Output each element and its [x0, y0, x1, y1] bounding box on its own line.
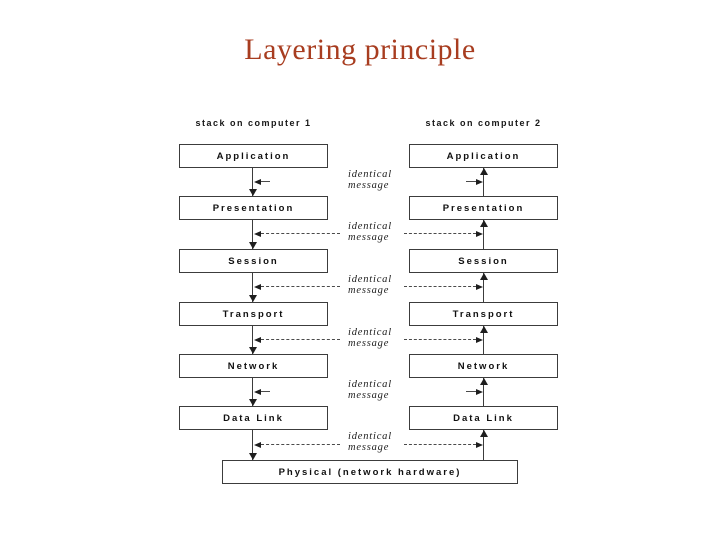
identical-message-label: identical message — [348, 431, 392, 453]
layer-box-left-application: Application — [179, 144, 328, 168]
identical-message-dashed-line — [261, 444, 340, 445]
arrow-up-icon — [480, 378, 488, 385]
identical-message-label: identical message — [348, 221, 392, 243]
connector-line-left — [252, 168, 253, 196]
arrow-left-icon — [254, 179, 261, 185]
layer-box-left-presentation: Presentation — [179, 196, 328, 220]
arrow-down-icon — [249, 347, 257, 354]
connector-line-right — [483, 220, 484, 249]
arrow-right-icon — [476, 389, 483, 395]
connector-line-left — [252, 220, 253, 249]
arrow-up-icon — [480, 168, 488, 175]
layer-box-left-session: Session — [179, 249, 328, 273]
page-title: Layering principle — [244, 33, 476, 66]
arrow-right-icon — [476, 337, 483, 343]
arrow-right-icon — [476, 442, 483, 448]
connector-line-right — [483, 273, 484, 302]
identical-message-dashed-line — [404, 444, 476, 445]
arrow-left-icon — [254, 442, 261, 448]
identical-message-dashed-line — [404, 233, 476, 234]
connector-line-right — [483, 168, 484, 196]
connector-line-right — [483, 378, 484, 406]
physical-layer-box: Physical (network hardware) — [222, 460, 518, 484]
identical-message-dashed-line — [261, 339, 340, 340]
identical-message-dashed-line — [261, 233, 340, 234]
arrow-down-icon — [249, 242, 257, 249]
identical-message-label: identical message — [348, 379, 392, 401]
layer-box-right-network: Network — [409, 354, 558, 378]
message-line-stub — [261, 181, 270, 182]
connector-line-left — [252, 378, 253, 406]
identical-message-dashed-line — [404, 339, 476, 340]
arrow-right-icon — [476, 179, 483, 185]
arrow-left-icon — [254, 389, 261, 395]
identical-message-dashed-line — [404, 286, 476, 287]
arrow-down-icon — [249, 189, 257, 196]
arrow-up-icon — [480, 273, 488, 280]
layer-box-left-network: Network — [179, 354, 328, 378]
connector-line-right — [483, 430, 484, 460]
identical-message-label: identical message — [348, 327, 392, 349]
identical-message-label: identical message — [348, 169, 392, 191]
arrow-down-icon — [249, 453, 257, 460]
message-line-stub — [466, 181, 476, 182]
arrow-right-icon — [476, 231, 483, 237]
arrow-down-icon — [249, 295, 257, 302]
message-line-stub — [466, 391, 476, 392]
arrow-left-icon — [254, 284, 261, 290]
connector-line-right — [483, 326, 484, 354]
connector-line-left — [252, 326, 253, 354]
layer-box-left-transport: Transport — [179, 302, 328, 326]
arrow-down-icon — [249, 399, 257, 406]
layer-box-right-transport: Transport — [409, 302, 558, 326]
arrow-left-icon — [254, 231, 261, 237]
arrow-up-icon — [480, 326, 488, 333]
arrow-left-icon — [254, 337, 261, 343]
connector-line-left — [252, 273, 253, 302]
identical-message-dashed-line — [261, 286, 340, 287]
arrow-right-icon — [476, 284, 483, 290]
layer-box-right-presentation: Presentation — [409, 196, 558, 220]
layer-box-right-datalink: Data Link — [409, 406, 558, 430]
stack2-header: stack on computer 2 — [425, 118, 542, 128]
connector-line-left — [252, 430, 253, 460]
layer-box-left-datalink: Data Link — [179, 406, 328, 430]
layer-box-right-application: Application — [409, 144, 558, 168]
identical-message-label: identical message — [348, 274, 392, 296]
layer-box-right-session: Session — [409, 249, 558, 273]
arrow-up-icon — [480, 220, 488, 227]
arrow-up-icon — [480, 430, 488, 437]
message-line-stub — [261, 391, 270, 392]
stack1-header: stack on computer 1 — [195, 118, 312, 128]
